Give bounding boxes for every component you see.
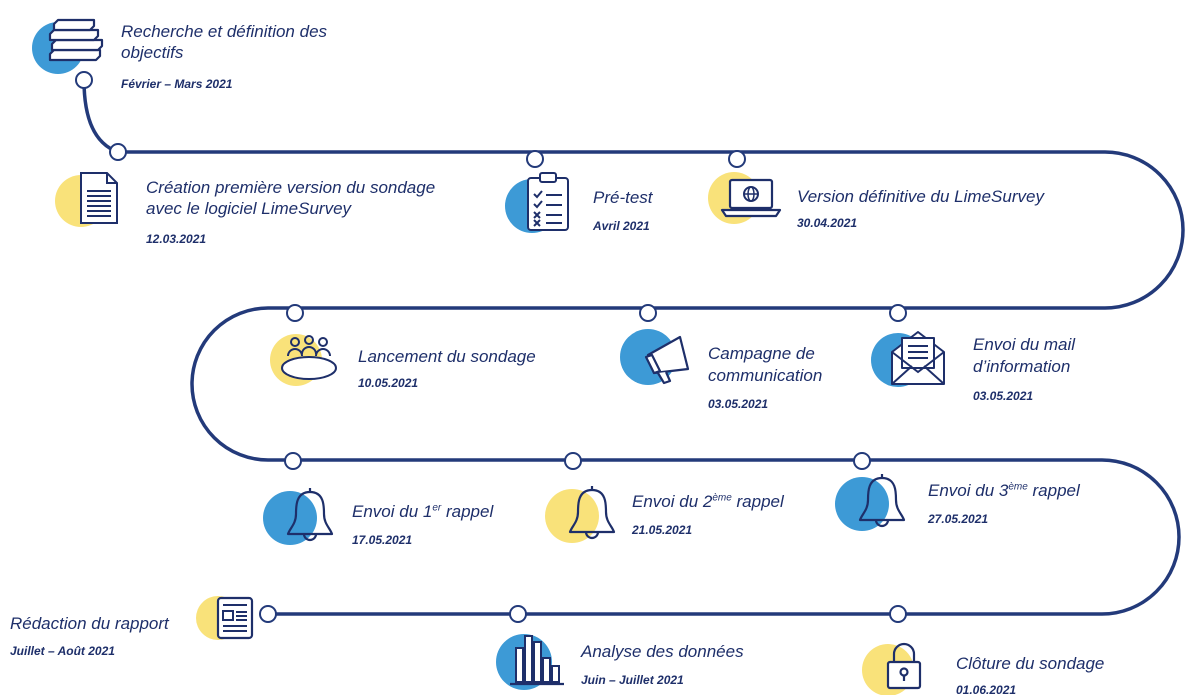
milestone-title-line2: objectifs [121, 43, 184, 62]
milestone-date: 10.05.2021 [358, 376, 419, 390]
timeline-node [286, 304, 304, 322]
milestone-date: 27.05.2021 [928, 512, 989, 526]
timeline-node [639, 304, 657, 322]
document-icon [55, 172, 118, 227]
milestone-date: 30.04.2021 [797, 216, 858, 230]
milestone-date: 03.05.2021 [708, 397, 769, 411]
timeline-node [853, 452, 871, 470]
timeline-node [889, 605, 907, 623]
bell-icon [263, 488, 334, 545]
bar-chart-icon [496, 634, 564, 690]
timeline-node [259, 605, 277, 623]
timeline-node [564, 452, 582, 470]
milestone-date: 03.05.2021 [973, 389, 1034, 403]
timeline-node [526, 150, 544, 168]
milestone-title-line1: Campagne de [708, 344, 815, 363]
meeting-table-icon [270, 334, 337, 386]
milestone-title-line1: Recherche et définition des [121, 22, 328, 41]
megaphone-icon [620, 329, 690, 385]
title-pre: Envoi du 3 [928, 481, 1009, 500]
timeline-node [509, 605, 527, 623]
milestone-title-line1: Envoi du mail [973, 335, 1076, 354]
timeline-node [728, 150, 746, 168]
title-post: rappel [1027, 481, 1080, 500]
milestone-date: 17.05.2021 [352, 533, 413, 547]
milestone-title-line2: d’information [973, 357, 1071, 376]
milestone-title-line1: Lancement du sondage [358, 347, 536, 366]
title-post: rappel [441, 502, 494, 521]
bell-icon [835, 474, 906, 531]
report-icon [196, 596, 254, 640]
timeline-node [889, 304, 907, 322]
timeline-nodes [75, 71, 907, 623]
milestone-date: 01.06.2021 [956, 683, 1017, 697]
milestone-title-line1: Création première version du sondage [146, 178, 436, 197]
milestone-title: Envoi du 1er rappel [352, 501, 493, 522]
milestone-title: Envoi du 3ème rappel [928, 480, 1080, 501]
milestone-title-line1: Clôture du sondage [956, 654, 1105, 673]
timeline-path [82, 79, 1185, 616]
title-sup: ème [712, 492, 732, 504]
milestone-title-line1: Version définitive du LimeSurvey [797, 187, 1044, 206]
title-pre: Envoi du 1 [352, 502, 433, 521]
title-sup: er [432, 502, 442, 514]
milestone-date: Juillet – Août 2021 [10, 644, 115, 658]
padlock-icon [862, 642, 922, 695]
title-post: rappel [731, 492, 784, 511]
milestone-title-line2: avec le logiciel LimeSurvey [146, 199, 352, 218]
laptop-globe-icon [708, 172, 782, 224]
milestone-date: 21.05.2021 [632, 523, 693, 537]
timeline-node [109, 143, 127, 161]
milestone-title-line1: Pré-test [593, 188, 653, 207]
milestone-date: Février – Mars 2021 [121, 77, 233, 91]
milestone-title-line2: communication [708, 366, 823, 385]
bell-icon [545, 486, 616, 543]
milestone-date: 12.03.2021 [146, 232, 207, 246]
clipboard-checklist-icon [505, 172, 569, 233]
milestone-title-line1: Rédaction du rapport [10, 614, 169, 633]
timeline-node [75, 71, 93, 89]
title-pre: Envoi du 2 [632, 492, 713, 511]
milestone-title-line1: Analyse des données [581, 642, 744, 661]
milestone-date: Juin – Juillet 2021 [581, 673, 684, 687]
milestone-title: Envoi du 2ème rappel [632, 491, 784, 512]
title-sup: ème [1008, 481, 1028, 493]
books-icon [32, 18, 104, 74]
timeline-node [284, 452, 302, 470]
milestone-date: Avril 2021 [593, 219, 650, 233]
envelope-icon [871, 331, 945, 387]
